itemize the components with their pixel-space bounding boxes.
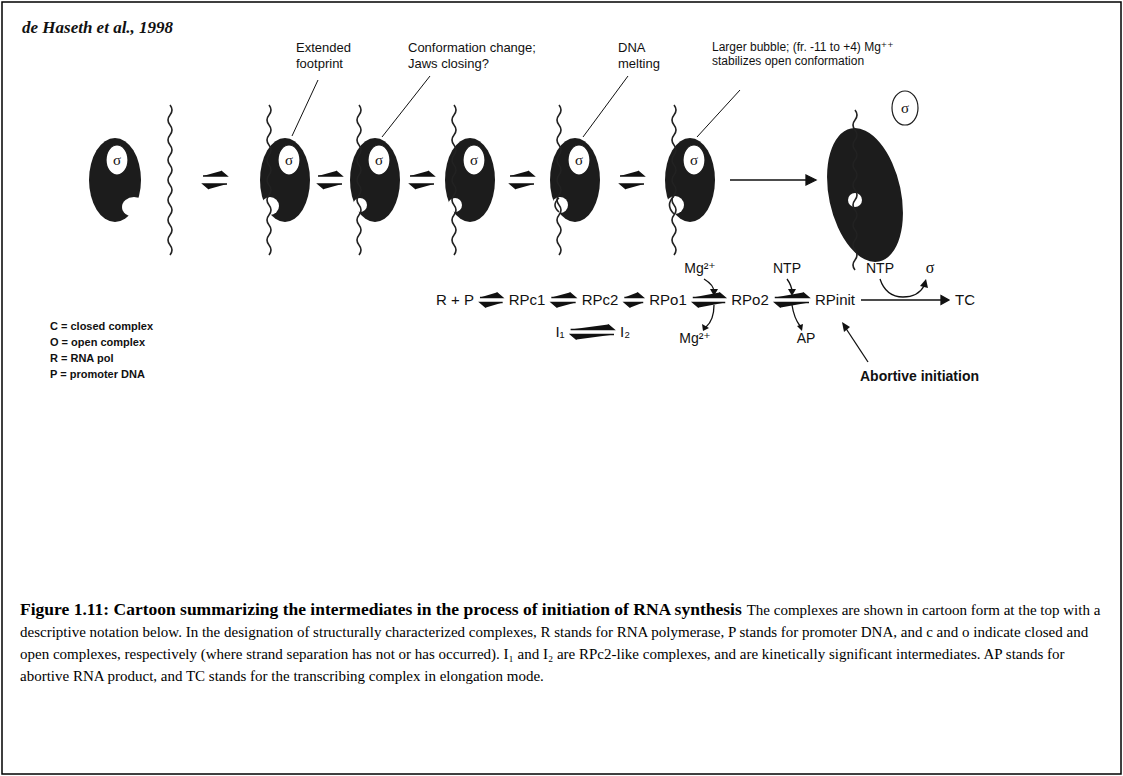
state-name: RPo2	[731, 291, 769, 309]
sigma-symbol: σ	[285, 151, 293, 169]
reagent-curve	[880, 279, 924, 297]
equilibrium-arrow	[775, 293, 809, 308]
equilibrium-arrow	[624, 293, 643, 308]
pointer-line	[845, 327, 868, 362]
step-annotation: Abortive initiation	[860, 368, 979, 385]
reagent-label: Mg²⁺	[684, 260, 716, 277]
leader-line	[697, 90, 740, 137]
arrow-head	[842, 322, 850, 332]
polymerase-blobs	[89, 121, 914, 269]
sigma-symbol: σ	[926, 258, 935, 277]
reagent-label: NTP	[773, 260, 801, 277]
equilibrium-arrow	[510, 171, 534, 189]
dna-strand	[357, 105, 361, 255]
key-entry: R = RNA pol	[50, 352, 113, 365]
state-name: I₁	[555, 323, 564, 341]
product-curve	[706, 305, 714, 327]
sigma-oval	[683, 145, 705, 175]
sigma-oval	[106, 145, 128, 175]
sigma-oval	[278, 145, 300, 175]
scheme-state: RPo2	[728, 290, 772, 310]
elongation-blob	[816, 121, 915, 269]
dna-strand	[557, 105, 561, 255]
sigma-symbol: σ	[470, 151, 478, 169]
state-name: R + P	[436, 291, 474, 309]
key-entry: C = closed complex	[50, 320, 153, 333]
figure-title: Figure 1.11: Cartoon summarizing the int…	[20, 599, 742, 619]
dna-strands	[168, 105, 857, 270]
equilibrium-arrow	[318, 171, 342, 189]
scheme-state: R + P	[433, 290, 477, 310]
equilibrium-arrow	[410, 171, 434, 189]
equilibrium-arrow	[620, 171, 644, 189]
sigma-symbol: σ	[690, 151, 698, 169]
sigma-oval	[368, 145, 390, 175]
scheme-state: RPo1	[646, 290, 690, 310]
sigma-symbol: σ	[375, 151, 383, 169]
callout-note: Larger bubble; (fr. -11 to +4) Mg⁺⁺ stab…	[712, 40, 902, 69]
scheme-state: TC	[952, 290, 978, 310]
jaw-opening	[122, 197, 146, 217]
equilibrium-arrow	[693, 293, 725, 308]
equilibrium-arrow	[480, 293, 503, 308]
sigma-oval	[463, 145, 485, 175]
scheme-state: I₂	[617, 322, 633, 342]
leader-line	[382, 76, 430, 137]
scheme-state: RPc1	[506, 290, 549, 310]
dna-strand	[267, 105, 271, 255]
leader-line	[583, 76, 628, 137]
melted-strand	[670, 196, 675, 214]
sigma-symbol: σ	[113, 151, 121, 169]
blob-openings	[122, 193, 862, 217]
callout-leaders	[292, 76, 740, 137]
citation: de Haseth et al., 1998	[22, 18, 173, 38]
forward-arrow	[730, 179, 808, 180]
released-sigma	[892, 91, 918, 125]
state-name: TC	[955, 291, 975, 309]
dna-strand	[853, 110, 857, 270]
product-label: AP	[797, 330, 816, 347]
melted-strand	[555, 198, 559, 212]
caption-block: Figure 1.11: Cartoon summarizing the int…	[20, 598, 1106, 686]
arrow-head	[806, 175, 816, 185]
state-name: I₂	[620, 323, 630, 341]
state-name: RPc2	[582, 291, 619, 309]
state-name: RPo1	[649, 291, 687, 309]
scheme-state: RPc2	[579, 290, 622, 310]
scheme-curves	[704, 279, 924, 362]
sigma-oval	[568, 145, 590, 175]
key-entry: O = open complex	[50, 336, 145, 349]
equilibrium-arrow	[571, 325, 614, 340]
key-entry: P = promoter DNA	[50, 368, 145, 381]
scheme-state: RPinit	[812, 290, 858, 310]
sigma-symbol: σ	[575, 151, 583, 169]
callout-note: Extended footprint	[296, 40, 368, 71]
sigma-symbol: σ	[901, 99, 909, 117]
reagent-label: NTP	[866, 260, 894, 277]
dna-strand	[168, 105, 172, 255]
sigma-ovals	[106, 91, 918, 175]
state-name: RPc1	[509, 291, 546, 309]
product-curve	[792, 305, 800, 326]
callout-note: DNA melting	[618, 40, 678, 71]
product-label: Mg²⁺	[679, 330, 711, 347]
callout-note: Conformation change; Jaws closing?	[408, 40, 558, 71]
equilibrium-arrow	[551, 293, 575, 308]
arrow-head	[920, 279, 928, 288]
dna-strand	[452, 105, 456, 255]
dna-strand	[672, 105, 676, 255]
reaction-arrow	[861, 296, 949, 305]
scheme-state: I₁	[552, 322, 567, 342]
cartoon-arrows	[203, 171, 816, 189]
equilibrium-arrow	[203, 171, 227, 189]
scheme-heads	[702, 279, 928, 332]
leader-line	[292, 80, 318, 136]
state-name: RPinit	[815, 291, 855, 309]
